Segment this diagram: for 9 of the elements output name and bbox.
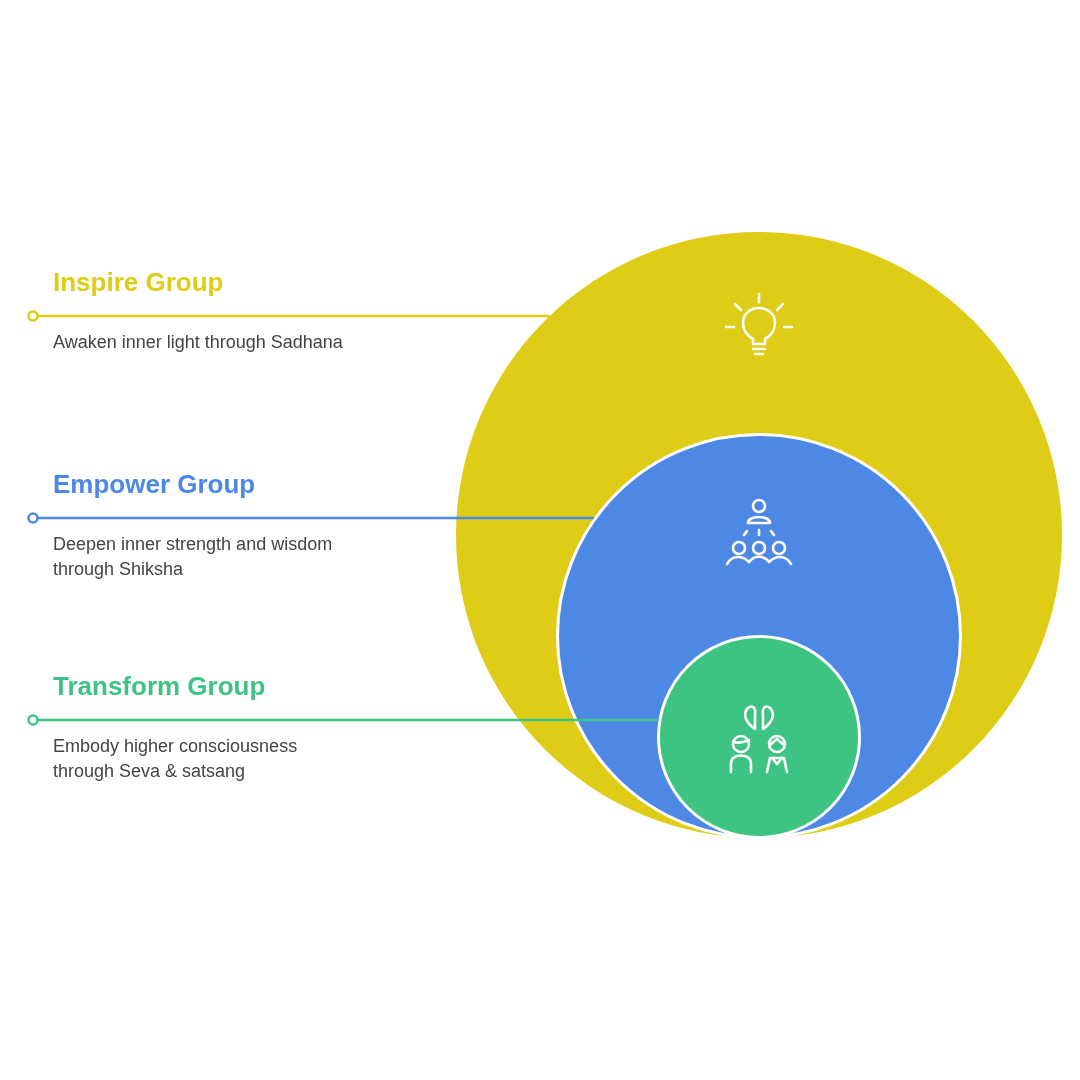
group-heading: Inspire Group xyxy=(53,266,224,298)
group-description: Awaken inner light through Sadhana xyxy=(53,331,344,354)
group-heading: Transform Group xyxy=(53,670,266,702)
leader-line xyxy=(27,512,594,524)
group-description: Deepen inner strength and wisdom through Shiksha xyxy=(53,533,334,581)
leader-line xyxy=(27,310,550,322)
group-heading: Empower Group xyxy=(53,468,256,500)
leader-line xyxy=(27,714,659,726)
group-description: Embody higher consciousness through Seva & satsang xyxy=(53,735,299,783)
